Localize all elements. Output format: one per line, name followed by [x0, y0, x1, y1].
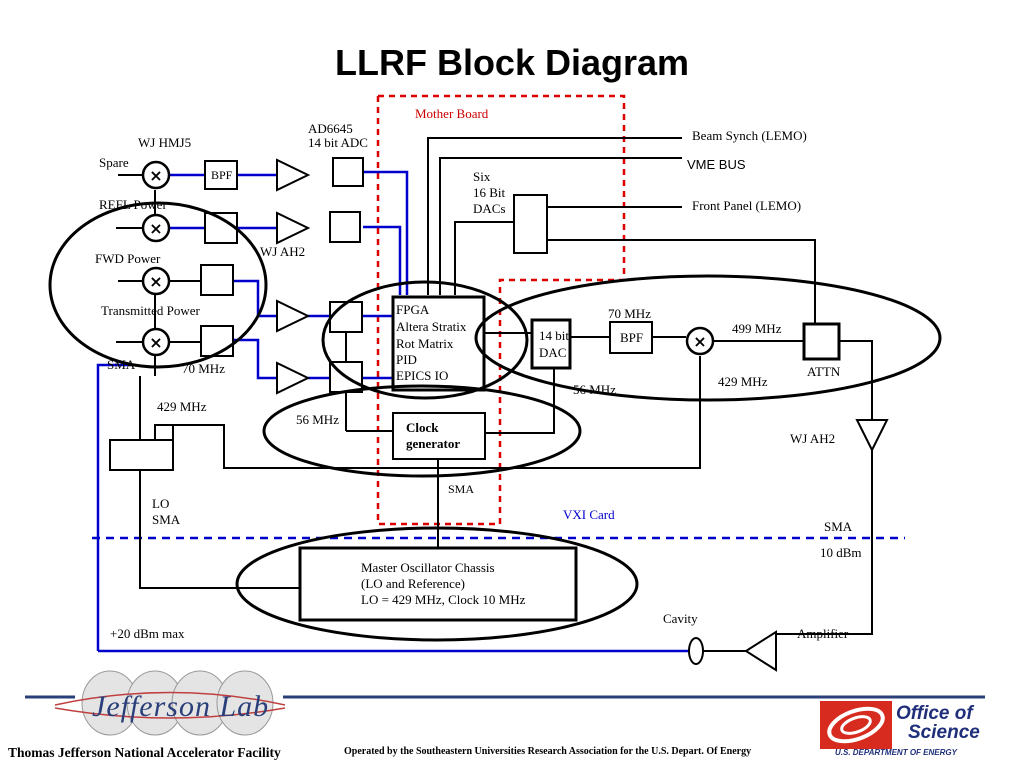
dac-14bit-box — [530, 318, 572, 370]
filter-transmitted-box — [200, 325, 234, 357]
doe-department-label: U.S. DEPARTMENT OF ENERGY — [835, 748, 957, 757]
highlight-ellipse-output — [474, 274, 942, 402]
refl-power-label: REFL Power — [99, 197, 167, 212]
clock-generator-box — [392, 412, 486, 460]
mhz499-label: 499 MHz — [732, 321, 782, 336]
amplifier-spare — [276, 158, 311, 192]
svg-text:×: × — [693, 332, 706, 351]
mhz70-right-label: 70 MHz — [608, 306, 651, 321]
vxi-card-label: VXI Card — [563, 507, 615, 522]
wj-ah2-right-label: WJ AH2 — [790, 431, 835, 446]
svg-text:×: × — [149, 166, 162, 185]
wj-ah2-top-label: WJ AH2 — [260, 244, 305, 259]
doe-science-label: Science — [908, 722, 980, 743]
adc-box-3 — [329, 301, 363, 333]
lo-box — [109, 439, 174, 471]
adc-14bit-label: 14 bit ADC — [308, 135, 368, 150]
page-title: LLRF Block Diagram — [334, 42, 690, 83]
amplifier-refl — [276, 211, 311, 245]
footer-operated-by: Operated by the Southeastern Universitie… — [344, 746, 752, 757]
doe-office-of-label: Office of — [896, 703, 973, 724]
mhz429-right-label: 429 MHz — [718, 374, 768, 389]
bpf-spare-label: BPF — [211, 168, 233, 182]
vme-bus-label: VME BUS — [687, 157, 746, 172]
master-oscillator-box — [298, 546, 578, 622]
adc-box-2 — [329, 211, 361, 243]
sma-center-label: SMA — [448, 482, 474, 496]
footer-facility-name: Thomas Jefferson National Accelerator Fa… — [8, 745, 281, 760]
highlight-ellipse-clock — [262, 384, 582, 478]
transmitted-power-label: Transmitted Power — [101, 303, 200, 318]
highlight-ellipse-inputs — [48, 201, 268, 369]
jefferson-lab-logo-text: Jefferson Lab — [92, 690, 270, 723]
mhz70-left-label: 70 MHz — [182, 361, 225, 376]
doe-office-of-science-logo — [820, 701, 892, 749]
dac-label: DAC — [539, 345, 566, 360]
amplifier-label: Amplifier — [797, 626, 849, 641]
six-dacs-label-1: Six — [473, 169, 491, 184]
amplifier-cavity — [744, 630, 777, 672]
cavity-symbol — [688, 637, 704, 665]
mixer-refl: × — [141, 213, 171, 243]
attn-label: ATTN — [807, 364, 841, 379]
bpf-right-label: BPF — [620, 330, 643, 345]
amplifier-wjah2-right — [855, 419, 889, 453]
front-panel-label: Front Panel (LEMO) — [692, 198, 801, 213]
mother-board-outline — [376, 94, 626, 526]
mixer-transmitted: × — [141, 327, 171, 357]
fpga-label: FPGA — [396, 302, 430, 317]
bpf-spare-box — [204, 160, 238, 190]
spare-label: Spare — [99, 155, 129, 170]
mhz56-mid-label: 56 MHz — [573, 382, 616, 397]
attn-box — [802, 322, 841, 361]
lo-clock-freq-label: LO = 429 MHz, Clock 10 MHz — [361, 592, 526, 607]
mhz429-left-label: 429 MHz — [157, 399, 207, 414]
fpga-altera-label: Altera Stratix — [396, 319, 467, 334]
sma-right-label: SMA — [824, 519, 853, 534]
mixer-output: × — [685, 326, 715, 356]
fwd-power-label: FWD Power — [95, 251, 161, 266]
mhz56-left-label: 56 MHz — [296, 412, 339, 427]
highlight-ellipse-fpga — [321, 280, 529, 400]
clock-label: Clock — [406, 420, 439, 435]
amplifier-fwd — [276, 299, 311, 333]
jefferson-lab-logo — [54, 670, 286, 736]
fpga-epics-label: EPICS IO — [396, 368, 448, 383]
fpga-pid-label: PID — [396, 352, 417, 367]
signal-lines-blue — [96, 170, 689, 653]
svg-text:×: × — [149, 219, 162, 238]
master-oscillator-label: Master Oscillator Chassis — [361, 560, 495, 575]
lo-sma-label: SMA — [152, 512, 181, 527]
signal-lines-black — [116, 137, 873, 652]
adc-box-1 — [332, 157, 364, 187]
fpga-rot-matrix-label: Rot Matrix — [396, 336, 454, 351]
amplifier-transmitted — [276, 361, 311, 395]
svg-text:×: × — [149, 272, 162, 291]
bpf-right-box — [609, 321, 653, 354]
ad6645-label: AD6645 — [308, 121, 353, 136]
highlight-ellipse-oscillator — [235, 526, 639, 642]
six-dacs-label-2: 16 Bit — [473, 185, 506, 200]
filter-fwd-box — [200, 264, 234, 296]
six-dacs-box — [513, 194, 548, 254]
svg-text:×: × — [149, 333, 162, 352]
wj-hmj5-label: WJ HMJ5 — [138, 135, 191, 150]
sma-left-label: SMA — [107, 357, 136, 372]
generator-label: generator — [406, 436, 460, 451]
six-dacs-label-3: DACs — [473, 201, 506, 216]
mixer-spare: × — [141, 160, 171, 190]
cavity-label: Cavity — [663, 611, 698, 626]
lo-reference-label: (LO and Reference) — [361, 576, 465, 591]
lo-label: LO — [152, 496, 169, 511]
fpga-box — [391, 295, 486, 392]
mother-board-label: Mother Board — [415, 106, 489, 121]
dbm10-label: 10 dBm — [820, 545, 862, 560]
dbm20-label: +20 dBm max — [110, 626, 185, 641]
mixer-fwd: × — [141, 266, 171, 296]
beam-synch-label: Beam Synch (LEMO) — [692, 128, 807, 143]
dac-14bit-label: 14 bit — [539, 328, 569, 343]
